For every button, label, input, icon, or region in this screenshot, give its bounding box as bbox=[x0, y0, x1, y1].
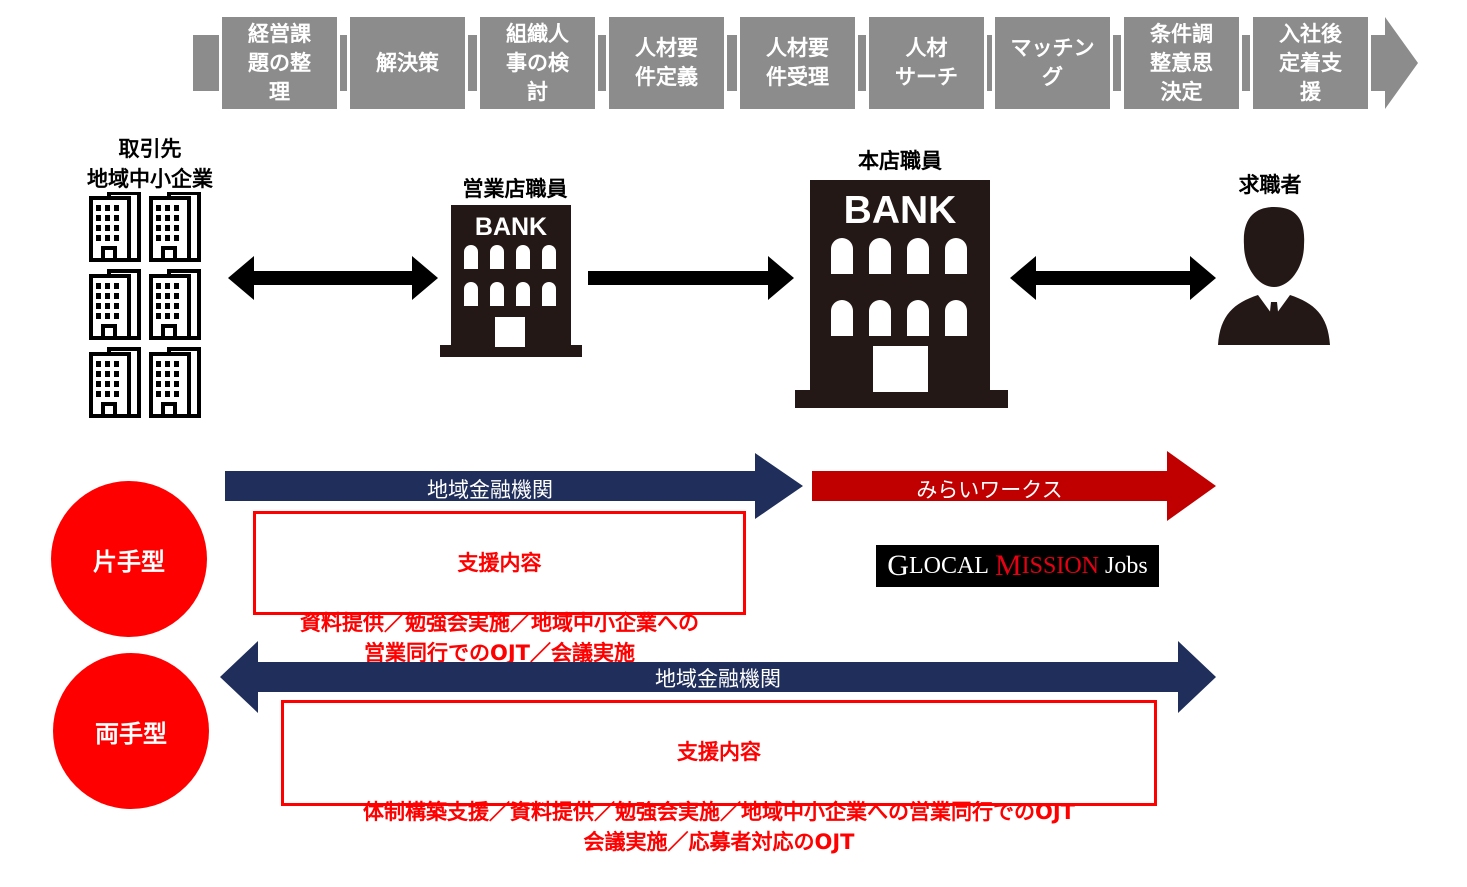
branch-bank-building-icon: BANK bbox=[440, 205, 582, 357]
one-hand-miraiworks-label: みらいワークス bbox=[916, 478, 1063, 502]
bank-door bbox=[873, 346, 928, 392]
bank-window bbox=[542, 245, 556, 269]
client-branch-arrow bbox=[228, 256, 438, 300]
client-building-5 bbox=[89, 347, 141, 418]
bank-window bbox=[542, 282, 556, 306]
one-hand-regional-bank-band bbox=[225, 453, 803, 519]
process-step-7: マッチン グ bbox=[992, 17, 1113, 109]
bank-window bbox=[945, 238, 967, 274]
two-hand-regional-bank-label: 地域金融機関 bbox=[655, 667, 781, 691]
hq-bank-sign: BANK bbox=[844, 189, 957, 232]
one-hand-type-badge: 片手型 bbox=[51, 481, 207, 637]
bank-window bbox=[516, 282, 530, 306]
bank-window bbox=[490, 245, 504, 269]
client-companies-icon bbox=[89, 192, 201, 418]
hq-staff-label: 本店職員 bbox=[858, 149, 942, 173]
bank-door bbox=[495, 317, 525, 347]
client-building-2 bbox=[149, 192, 201, 262]
bank-window bbox=[464, 282, 478, 306]
one-hand-support-text: 資料提供／勉強会実施／地域中小企業への 営業同行でのOJT／会議実施 bbox=[300, 611, 699, 665]
branch-bank-sign: BANK bbox=[475, 213, 547, 241]
two-hand-support-text: 体制構築支援／資料提供／勉強会実施／地域中小企業への営業同行でのOJT 会議実施… bbox=[363, 800, 1075, 854]
client-building-3 bbox=[89, 269, 141, 340]
process-step-6: 人材 サーチ bbox=[866, 17, 987, 109]
one-hand-regional-bank-label: 地域金融機関 bbox=[427, 478, 553, 502]
one-hand-support-box: 支援内容 資料提供／勉強会実施／地域中小企業への 営業同行でのOJT／会議実施 bbox=[253, 511, 746, 665]
one-hand-support-title: 支援内容 bbox=[457, 551, 542, 575]
client-label: 取引先 地域中小企業 bbox=[87, 137, 213, 191]
bank-window bbox=[831, 238, 853, 274]
two-hand-support-title: 支援内容 bbox=[677, 740, 761, 764]
job-seeker-person-icon bbox=[1218, 207, 1330, 345]
bank-window bbox=[516, 245, 530, 269]
branch-hq-arrow bbox=[588, 256, 794, 300]
job-seeker-label: 求職者 bbox=[1238, 173, 1302, 197]
hq-seeker-arrow bbox=[1010, 256, 1216, 300]
process-step-3: 組織人 事の検 討 bbox=[477, 17, 598, 109]
client-building-4 bbox=[149, 269, 201, 340]
process-step-8: 条件調 整意思 決定 bbox=[1121, 17, 1242, 109]
bank-window bbox=[945, 300, 967, 336]
bank-window bbox=[869, 238, 891, 274]
bank-window bbox=[831, 300, 853, 336]
head-office-bank-building-icon: BANK bbox=[795, 180, 1008, 408]
bank-window bbox=[869, 300, 891, 336]
bank-window bbox=[490, 282, 504, 306]
bank-window bbox=[907, 238, 929, 274]
two-hand-support-box: 支援内容 体制構築支援／資料提供／勉強会実施／地域中小企業への営業同行でのOJT… bbox=[281, 700, 1157, 854]
process-step-2: 解決策 bbox=[347, 17, 468, 109]
one-hand-miraiworks-band bbox=[812, 451, 1216, 521]
process-step-9: 入社後 定着支 援 bbox=[1250, 17, 1371, 109]
bank-window bbox=[907, 300, 929, 336]
process-step-5: 人材要 件受理 bbox=[737, 17, 858, 109]
client-building-1 bbox=[89, 192, 141, 262]
bank-window bbox=[464, 245, 478, 269]
two-hand-type-badge: 両手型 bbox=[53, 653, 209, 809]
process-step-1: 経営課 題の整 理 bbox=[219, 17, 340, 109]
process-step-4: 人材要 件定義 bbox=[606, 17, 727, 109]
branch-staff-label: 営業店職員 bbox=[462, 177, 568, 201]
client-building-6 bbox=[149, 347, 201, 418]
two-hand-regional-bank-band bbox=[220, 641, 1216, 713]
